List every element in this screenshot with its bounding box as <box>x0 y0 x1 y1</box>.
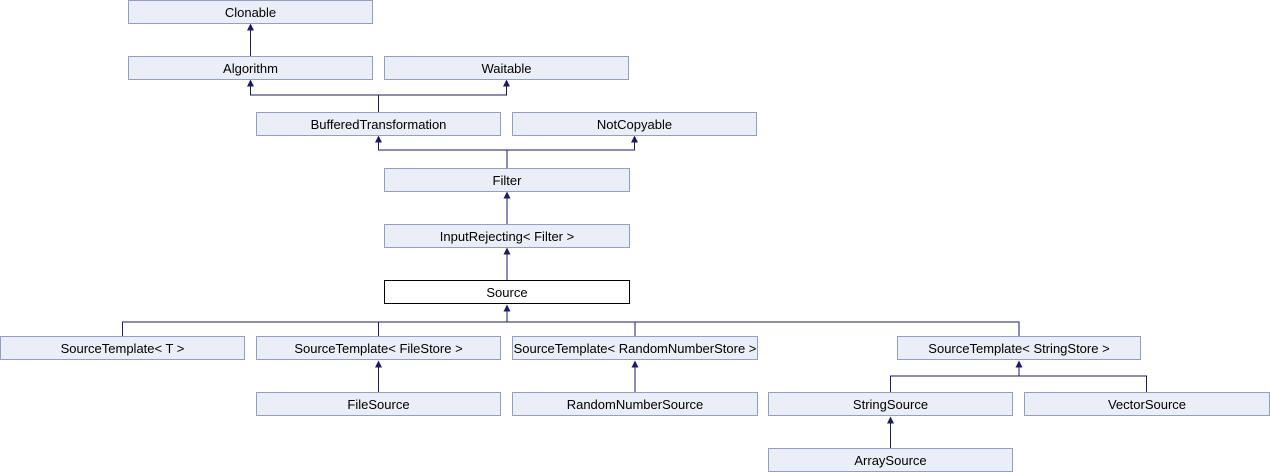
class-node-sourcetemplate-randomnumberstore[interactable]: SourceTemplate< RandomNumberStore > <box>512 336 758 360</box>
edge-bufferedtransformation-to-algorithm-waitable <box>247 79 510 112</box>
class-node-vectorsource[interactable]: VectorSource <box>1024 392 1270 416</box>
class-node-inputrejecting-filter[interactable]: InputRejecting< Filter > <box>384 224 630 248</box>
class-node-filter[interactable]: Filter <box>384 168 630 192</box>
edge-filter-to-bufferedtransformation-notcopyable <box>375 135 638 168</box>
edge-algorithm-to-clonable <box>247 23 254 56</box>
class-node-stringsource[interactable]: StringSource <box>768 392 1013 416</box>
edge-arraysource-to-stringsource <box>887 416 894 448</box>
class-node-sourcetemplate-stringstore[interactable]: SourceTemplate< StringStore > <box>897 336 1141 360</box>
class-node-clonable[interactable]: Clonable <box>128 0 373 24</box>
class-node-algorithm[interactable]: Algorithm <box>128 56 373 80</box>
class-node-sourcetemplate-t[interactable]: SourceTemplate< T > <box>0 336 245 360</box>
class-node-waitable[interactable]: Waitable <box>384 56 629 80</box>
edge-source-to-inputrejecting <box>503 247 511 280</box>
edge-inputrejecting-to-filter <box>503 191 511 224</box>
class-node-filesource[interactable]: FileSource <box>256 392 501 416</box>
edge-randomnumbersource-to-sourcetemplate-randomnumberstore <box>631 360 639 392</box>
edge-stringsource-vectorsource-to-sourcetemplate-stringstore <box>890 360 1147 392</box>
edge-filesource-to-sourcetemplate-filestore <box>375 360 382 392</box>
edge-sourcetemplates-to-source <box>122 304 1020 336</box>
class-node-sourcetemplate-filestore[interactable]: SourceTemplate< FileStore > <box>256 336 501 360</box>
class-node-randomnumbersource[interactable]: RandomNumberSource <box>512 392 758 416</box>
class-node-source[interactable]: Source <box>384 280 630 304</box>
class-node-bufferedtransformation[interactable]: BufferedTransformation <box>256 112 501 136</box>
class-node-notcopyable[interactable]: NotCopyable <box>512 112 757 136</box>
class-node-arraysource[interactable]: ArraySource <box>768 448 1013 472</box>
